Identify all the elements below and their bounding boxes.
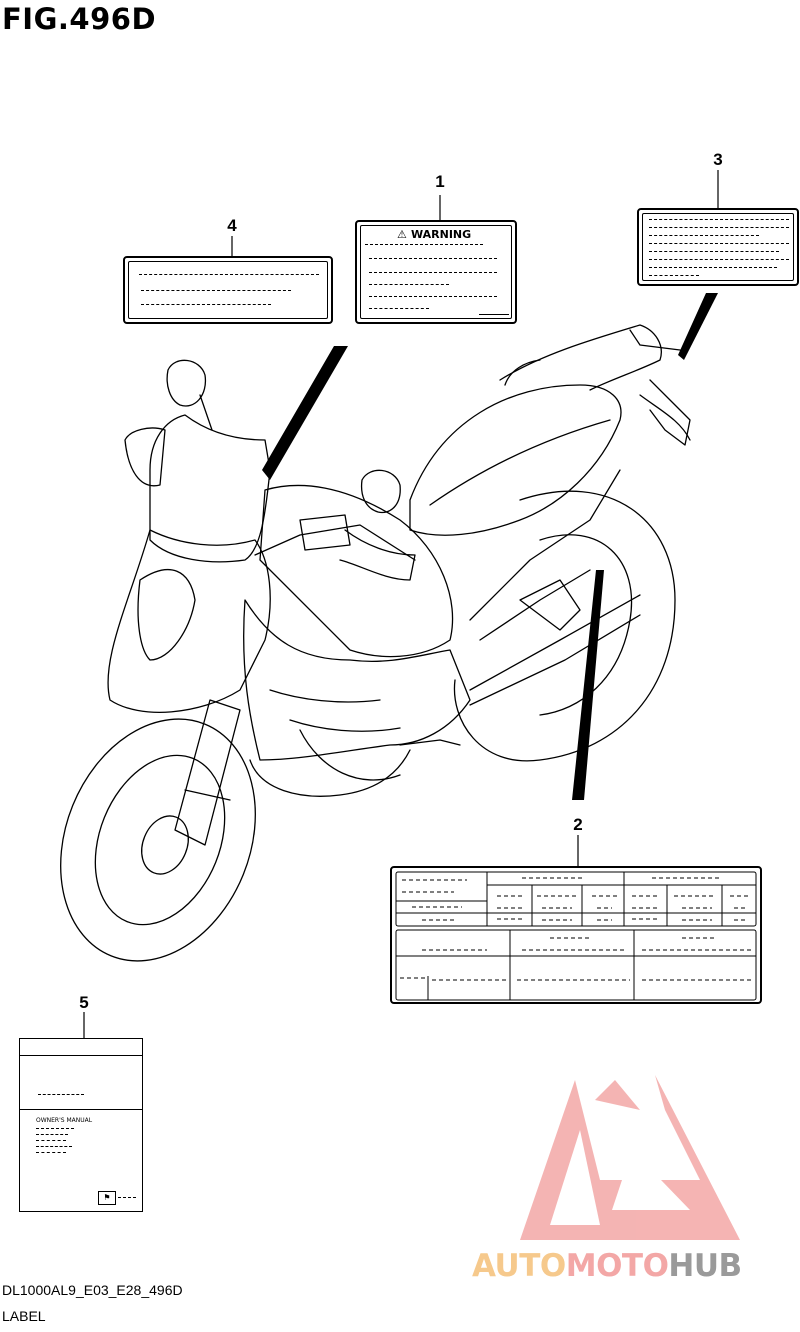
watermark-text: AUTOMOTOHUB <box>472 1248 742 1284</box>
label-2-table <box>390 866 762 1004</box>
windscreen <box>149 414 271 563</box>
seat <box>409 384 622 536</box>
figure-title: FIG.496D <box>2 2 157 36</box>
owners-manual-caption: OWNER'S MANUAL <box>36 1117 93 1124</box>
label-5-owners-manual: OWNER'S MANUAL ⚑ <box>19 1038 143 1212</box>
watermark-auto: AUTO <box>472 1248 566 1284</box>
label-3 <box>637 208 799 286</box>
callout-3: 3 <box>713 150 723 169</box>
warning-triangle-icon: ⚠ <box>397 229 407 241</box>
manufacturer-logo-icon: ⚑ <box>98 1191 116 1205</box>
watermark-moto: MOTO <box>565 1248 669 1284</box>
fuel-tank <box>259 484 454 658</box>
label-2-grid <box>395 871 757 1001</box>
front-wheel <box>60 718 256 962</box>
leader-pointers <box>262 293 718 800</box>
callout-4: 4 <box>227 216 237 235</box>
model-code: DL1000AL9_E03_E28_496D <box>2 1282 183 1298</box>
front-fairing <box>107 529 271 713</box>
rear-wheel <box>453 490 676 762</box>
callout-1: 1 <box>435 172 445 191</box>
callout-2: 2 <box>573 815 583 834</box>
page-caption: LABEL <box>2 1308 46 1324</box>
watermark-hub: HUB <box>668 1248 742 1284</box>
label-4 <box>123 256 333 324</box>
callout-5: 5 <box>79 993 89 1012</box>
swingarm <box>469 594 641 691</box>
rear-rack <box>499 324 662 391</box>
warning-heading: WARNING <box>411 228 472 241</box>
label-1-warning: ⚠ WARNING <box>355 220 517 324</box>
